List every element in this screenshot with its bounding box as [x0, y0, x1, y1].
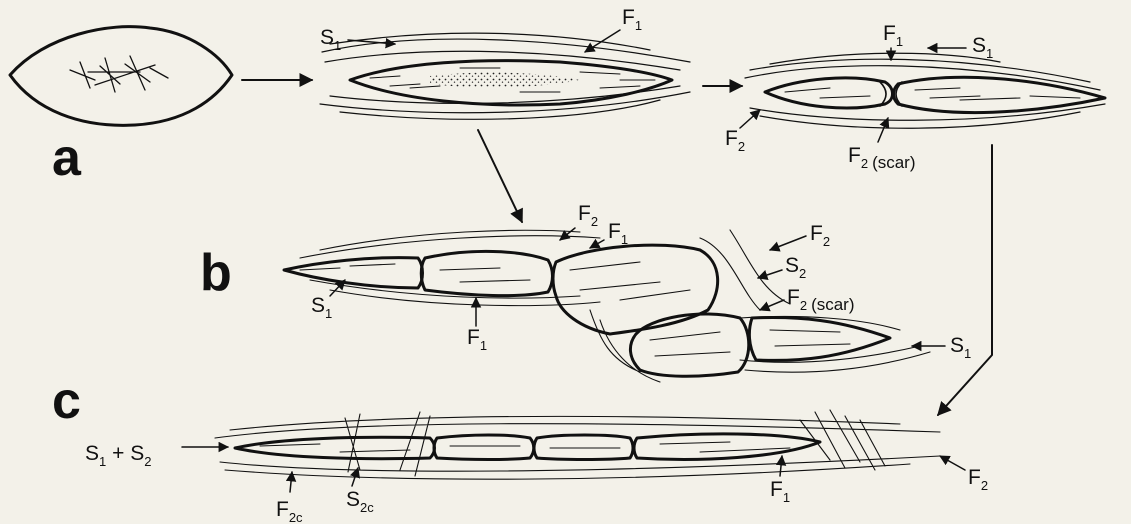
label-b-f2-right: F2 — [810, 222, 830, 249]
label-b-s1-left: S1 — [311, 294, 332, 321]
label-f2: F2 — [725, 127, 745, 154]
label-b-f2-top: F2 — [578, 202, 598, 229]
label-c-f2: F2 — [968, 466, 988, 493]
panel-label-c: c — [52, 372, 81, 430]
panel-a: S1 F1 F1 S1 F2 F2(scar) a — [10, 6, 1105, 187]
panel-label-a: a — [52, 129, 82, 187]
label-f2-scar: F2(scar) — [848, 144, 916, 172]
label-b-f1-bottom: F1 — [467, 326, 487, 353]
label-b-s2: S2 — [785, 254, 806, 281]
label-b-s1-right: S1 — [950, 334, 971, 361]
panel-c: S1 + S2 F2c S2c F1 F2 c — [52, 372, 988, 524]
label-f1: F1 — [622, 6, 642, 33]
label-s1-scarred: S1 — [972, 34, 993, 61]
label-c-s2c: S2c — [346, 488, 374, 515]
label-f1-scarred: F1 — [883, 22, 903, 49]
initial-lens — [10, 27, 232, 126]
label-c-s1s2: S1 + S2 — [85, 442, 151, 469]
arrow-to-b — [478, 130, 522, 222]
label-b-f1-top: F1 — [608, 220, 628, 247]
panel-label-b: b — [200, 244, 232, 302]
scarred-lens — [745, 53, 1105, 128]
arrow-to-c — [938, 145, 992, 415]
label-s1: S1 — [320, 26, 341, 53]
label-c-f1: F1 — [770, 478, 790, 505]
label-b-f2-scar: F2(scar) — [787, 286, 855, 314]
panel-b: F2 F1 F2 S2 F2(scar) S1 F1 S1 b — [200, 202, 971, 382]
label-c-f2c: F2c — [276, 498, 303, 524]
stretched-lens — [320, 33, 690, 119]
